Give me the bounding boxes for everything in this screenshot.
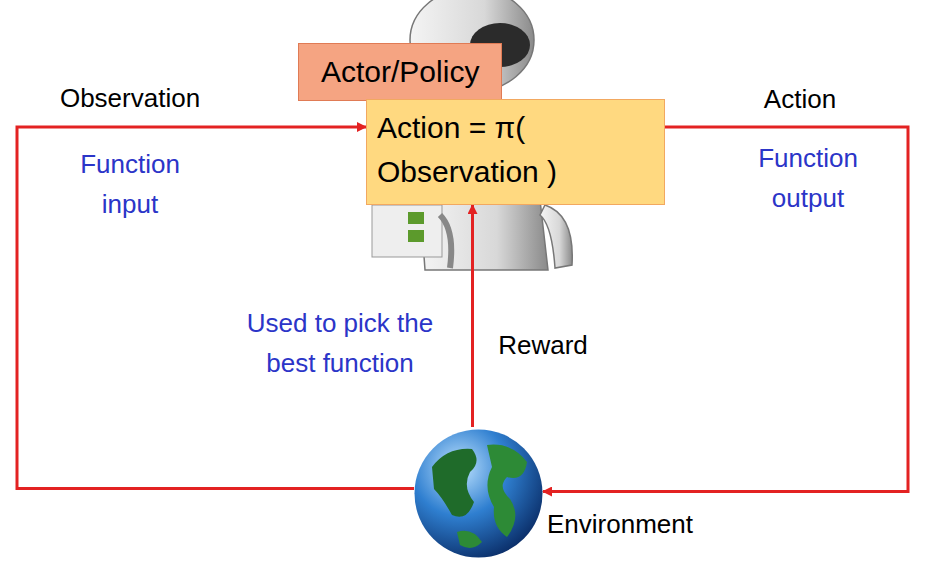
observation-label: Observation (30, 78, 230, 118)
node-text: Action = π( Observation ) (377, 106, 654, 194)
actor-policy-box: Actor/Policy (298, 43, 502, 101)
reward-note: Used to pick the best function (220, 303, 460, 383)
environment-label: Environment (547, 507, 693, 541)
action-label: Action (730, 79, 870, 119)
policy-function-box: Action = π( Observation ) (366, 99, 665, 205)
globe-icon (412, 427, 545, 560)
flow-arrow (17, 127, 414, 489)
node-text: Actor/Policy (321, 50, 479, 94)
reward-label: Reward (488, 325, 598, 365)
flow-arrow (471, 205, 474, 427)
environment-globe: Environment (412, 427, 545, 560)
function-input-note: Function input (60, 144, 200, 224)
function-output-note: Function output (733, 138, 883, 218)
